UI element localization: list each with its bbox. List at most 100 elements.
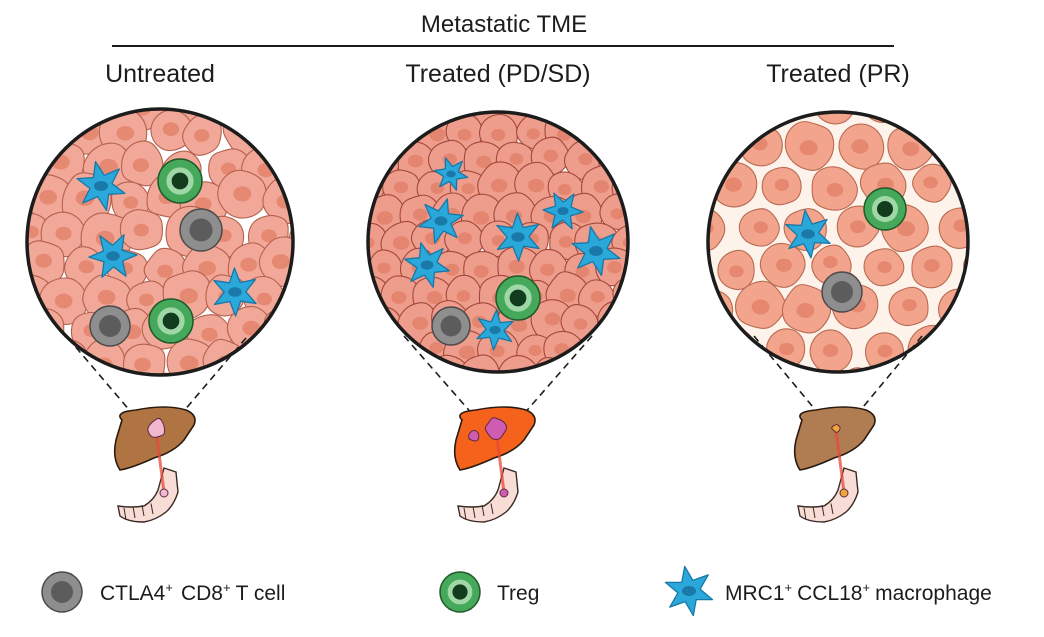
tumor-cell-nucleus: [276, 321, 293, 336]
metastasis-path: [834, 429, 846, 493]
tumor-cell-nucleus: [54, 293, 73, 309]
liver-lesion: [831, 424, 841, 433]
macrophage-nucleus: [94, 181, 108, 191]
tumor-cell-nucleus: [558, 235, 573, 248]
tumor-cell-nucleus: [543, 149, 559, 162]
liver-lesion: [147, 417, 166, 438]
tumor-cell: [784, 365, 828, 372]
tumor-cell-nucleus: [622, 237, 628, 249]
legend-label-tcell: CTLA4+CD8+T cell: [100, 580, 285, 605]
tumor-cell: [49, 339, 89, 375]
liver-lesion: [484, 417, 508, 441]
colon-segment: [463, 507, 467, 521]
colon-icon: [117, 467, 179, 523]
tumor-cell-nucleus: [850, 220, 866, 234]
tumor-cell-nucleus: [708, 221, 714, 235]
tumor-cell-nucleus: [100, 93, 116, 107]
tumor-cell: [938, 288, 968, 333]
tumor-cell-nucleus: [902, 298, 917, 312]
primary-tumor: [839, 488, 849, 498]
treg-nucleus: [162, 312, 180, 330]
tumor-cell-nucleus: [476, 155, 492, 168]
tumor-cell-nucleus: [877, 261, 892, 274]
macrophage-nucleus: [228, 287, 242, 297]
tumor-cell-nucleus: [823, 256, 838, 269]
tcell-nucleus: [99, 315, 121, 337]
tumor-cell-nucleus: [490, 178, 508, 193]
macrophage-nucleus: [434, 216, 448, 226]
tumor-cell-nucleus: [1, 256, 19, 271]
tumor-cell-nucleus: [271, 254, 290, 269]
tumor-cell-nucleus: [723, 342, 741, 357]
tumor-cell-nucleus: [32, 327, 50, 343]
tumor-cell: [839, 367, 881, 372]
tumor-cell-nucleus: [491, 129, 506, 141]
treg-nucleus: [452, 584, 468, 600]
tumor-cell-nucleus: [240, 257, 258, 272]
tumor-cell-nucleus: [377, 262, 391, 274]
green-cell-icon: [439, 571, 481, 613]
tumor-cell-nucleus: [708, 302, 719, 317]
tme-circle-untreated: [1, 93, 295, 400]
liver-icon: [113, 406, 196, 471]
tumor-cell-nucleus: [440, 371, 457, 372]
colon-icon: [457, 467, 519, 523]
tumor-cell-nucleus: [829, 94, 845, 108]
tumor-cell-nucleus: [729, 265, 744, 278]
tumor-cell-nucleus: [99, 158, 118, 175]
immune-cells-untreated: [76, 158, 257, 347]
tumor-cell-nucleus: [799, 140, 818, 156]
immune-cells-pdsd: [404, 157, 621, 351]
tumor-cell-nucleus: [139, 293, 155, 307]
tumor-cell-nucleus: [461, 183, 475, 195]
tumor-cell-nucleus: [133, 223, 149, 237]
tumor-cell-nucleus: [774, 178, 790, 191]
tumor-cell-nucleus: [122, 387, 137, 400]
colon-segment: [132, 506, 136, 519]
liver-icon: [793, 406, 876, 471]
tumor-cell-nucleus: [775, 258, 792, 272]
colon-segment: [481, 504, 485, 517]
treg-nucleus: [877, 201, 893, 217]
tumor-cell-nucleus: [607, 261, 622, 274]
tumor-cell-nucleus: [78, 260, 95, 274]
tcell-nucleus: [440, 315, 462, 337]
tumor-cell-nucleus: [178, 109, 196, 111]
treg-nucleus: [509, 289, 527, 307]
tumor-cell-nucleus: [609, 315, 623, 328]
tumor-cell-nucleus: [412, 316, 429, 330]
tumor-cell-nucleus: [391, 291, 407, 304]
tumor-cell-nucleus: [426, 290, 443, 305]
tumor-cell-nucleus: [875, 98, 889, 110]
tumor-cell-nucleus: [123, 196, 139, 209]
colon-segment: [490, 503, 494, 515]
tumor-cell-nucleus: [822, 344, 839, 358]
tumor-cell-nucleus: [159, 385, 175, 398]
macrophage-nucleus: [801, 229, 815, 239]
tumor-cell-nucleus: [429, 342, 444, 354]
tumor-cell-nucleus: [796, 303, 815, 318]
colon-segment: [812, 506, 816, 519]
tumor-cell-nucleus: [557, 183, 572, 196]
tumor-cell-nucleus: [508, 259, 525, 274]
tumor-cell-nucleus: [473, 265, 489, 278]
panel-title-pr: Treated (PR): [766, 60, 910, 88]
tumor-cell-nucleus: [392, 236, 410, 250]
tumor-cell-nucleus: [39, 189, 57, 205]
tumor-cell-nucleus: [573, 318, 588, 330]
tumor-cell-nucleus: [610, 208, 624, 220]
tumor-cell-nucleus: [194, 129, 210, 142]
panel-title-untreated: Untreated: [105, 60, 215, 88]
tumor-cell-nucleus: [457, 128, 472, 141]
tumor-cell: [368, 190, 372, 236]
colon-icon: [797, 467, 859, 523]
colon-segment: [123, 507, 127, 521]
macrophage-nucleus: [420, 260, 434, 270]
macrophage-nucleus: [446, 170, 456, 178]
tumor-cell-nucleus: [473, 211, 490, 225]
tumor-cell-nucleus: [575, 265, 590, 278]
tumor-cell-nucleus: [157, 264, 174, 278]
liver-colon-pr: [793, 406, 876, 523]
tumor-cell-nucleus: [489, 344, 505, 358]
macrophage-nucleus: [106, 251, 120, 261]
